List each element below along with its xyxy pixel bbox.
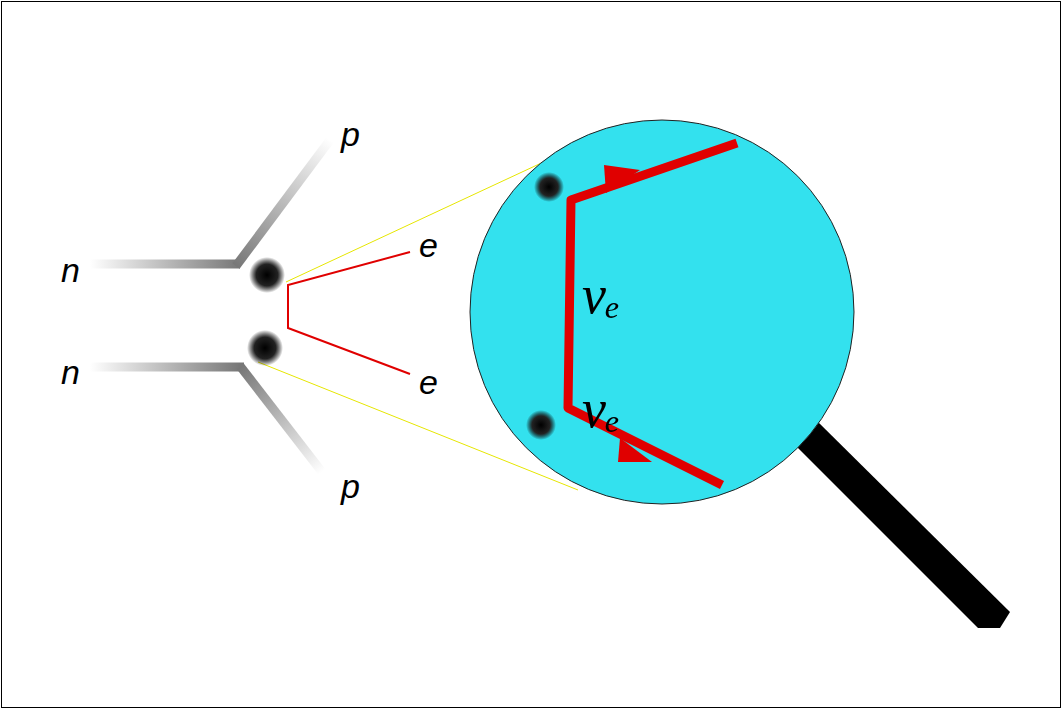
particle-label: e — [419, 365, 438, 399]
neutrino-label: νₑ — [582, 268, 620, 322]
vertex-blob — [534, 172, 564, 202]
vertex-blob — [526, 410, 556, 440]
vertex-blob — [247, 330, 283, 366]
neutrino-line — [568, 143, 737, 485]
magnifier-lens — [470, 120, 854, 504]
neutron-line — [90, 260, 240, 269]
particle-label: n — [61, 253, 80, 287]
magnifier-handle — [790, 420, 1010, 628]
particle-label: e — [419, 228, 438, 262]
neutron-line — [90, 363, 244, 372]
electron-line — [288, 252, 410, 374]
particle-label: p — [341, 117, 360, 151]
proton-line — [236, 140, 330, 266]
proton-line — [240, 366, 322, 472]
magnifier-circle: νₑ νₑ — [470, 120, 854, 504]
particle-label: n — [61, 355, 80, 389]
arrowhead — [604, 165, 640, 193]
neutrino-label: νₑ — [582, 382, 620, 436]
particle-label: p — [341, 469, 360, 503]
arrowhead — [618, 438, 652, 462]
vertex-blob — [249, 257, 285, 293]
